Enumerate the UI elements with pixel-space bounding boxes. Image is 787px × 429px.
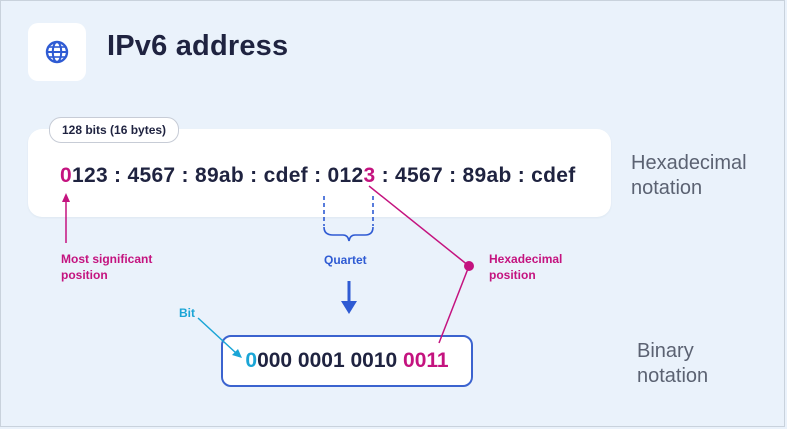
last-binary-group: 0011 <box>403 349 449 372</box>
binary-middle: 000 0001 0010 <box>257 349 404 372</box>
hex-address: 0123 : 4567 : 89ab : cdef : 0123 : 4567 … <box>60 164 576 188</box>
hexadecimal-notation-label: Hexadecimal notation <box>631 152 747 199</box>
hex-address-part2: : 4567 : 89ab : cdef <box>375 164 576 187</box>
globe-icon <box>45 40 69 64</box>
quartet-label: Quartet <box>324 253 367 267</box>
binary-notation-label: Binary notation <box>637 340 709 387</box>
size-pill: 128 bits (16 bytes) <box>49 117 180 143</box>
globe-icon-tile <box>28 23 86 81</box>
hex-address-part1: 123 : 4567 : 89ab : cdef : 012 <box>71 164 364 187</box>
hex-position-digit: 3 <box>363 164 376 187</box>
first-bit: 0 <box>245 349 258 372</box>
page-title: IPv6 address <box>107 30 289 62</box>
bit-label: Bit <box>179 306 195 320</box>
hex-position-label: Hexadecimal position <box>489 252 563 282</box>
most-significant-label: Most significant position <box>61 252 153 282</box>
address-card <box>28 129 611 217</box>
most-significant-digit: 0 <box>60 164 72 187</box>
